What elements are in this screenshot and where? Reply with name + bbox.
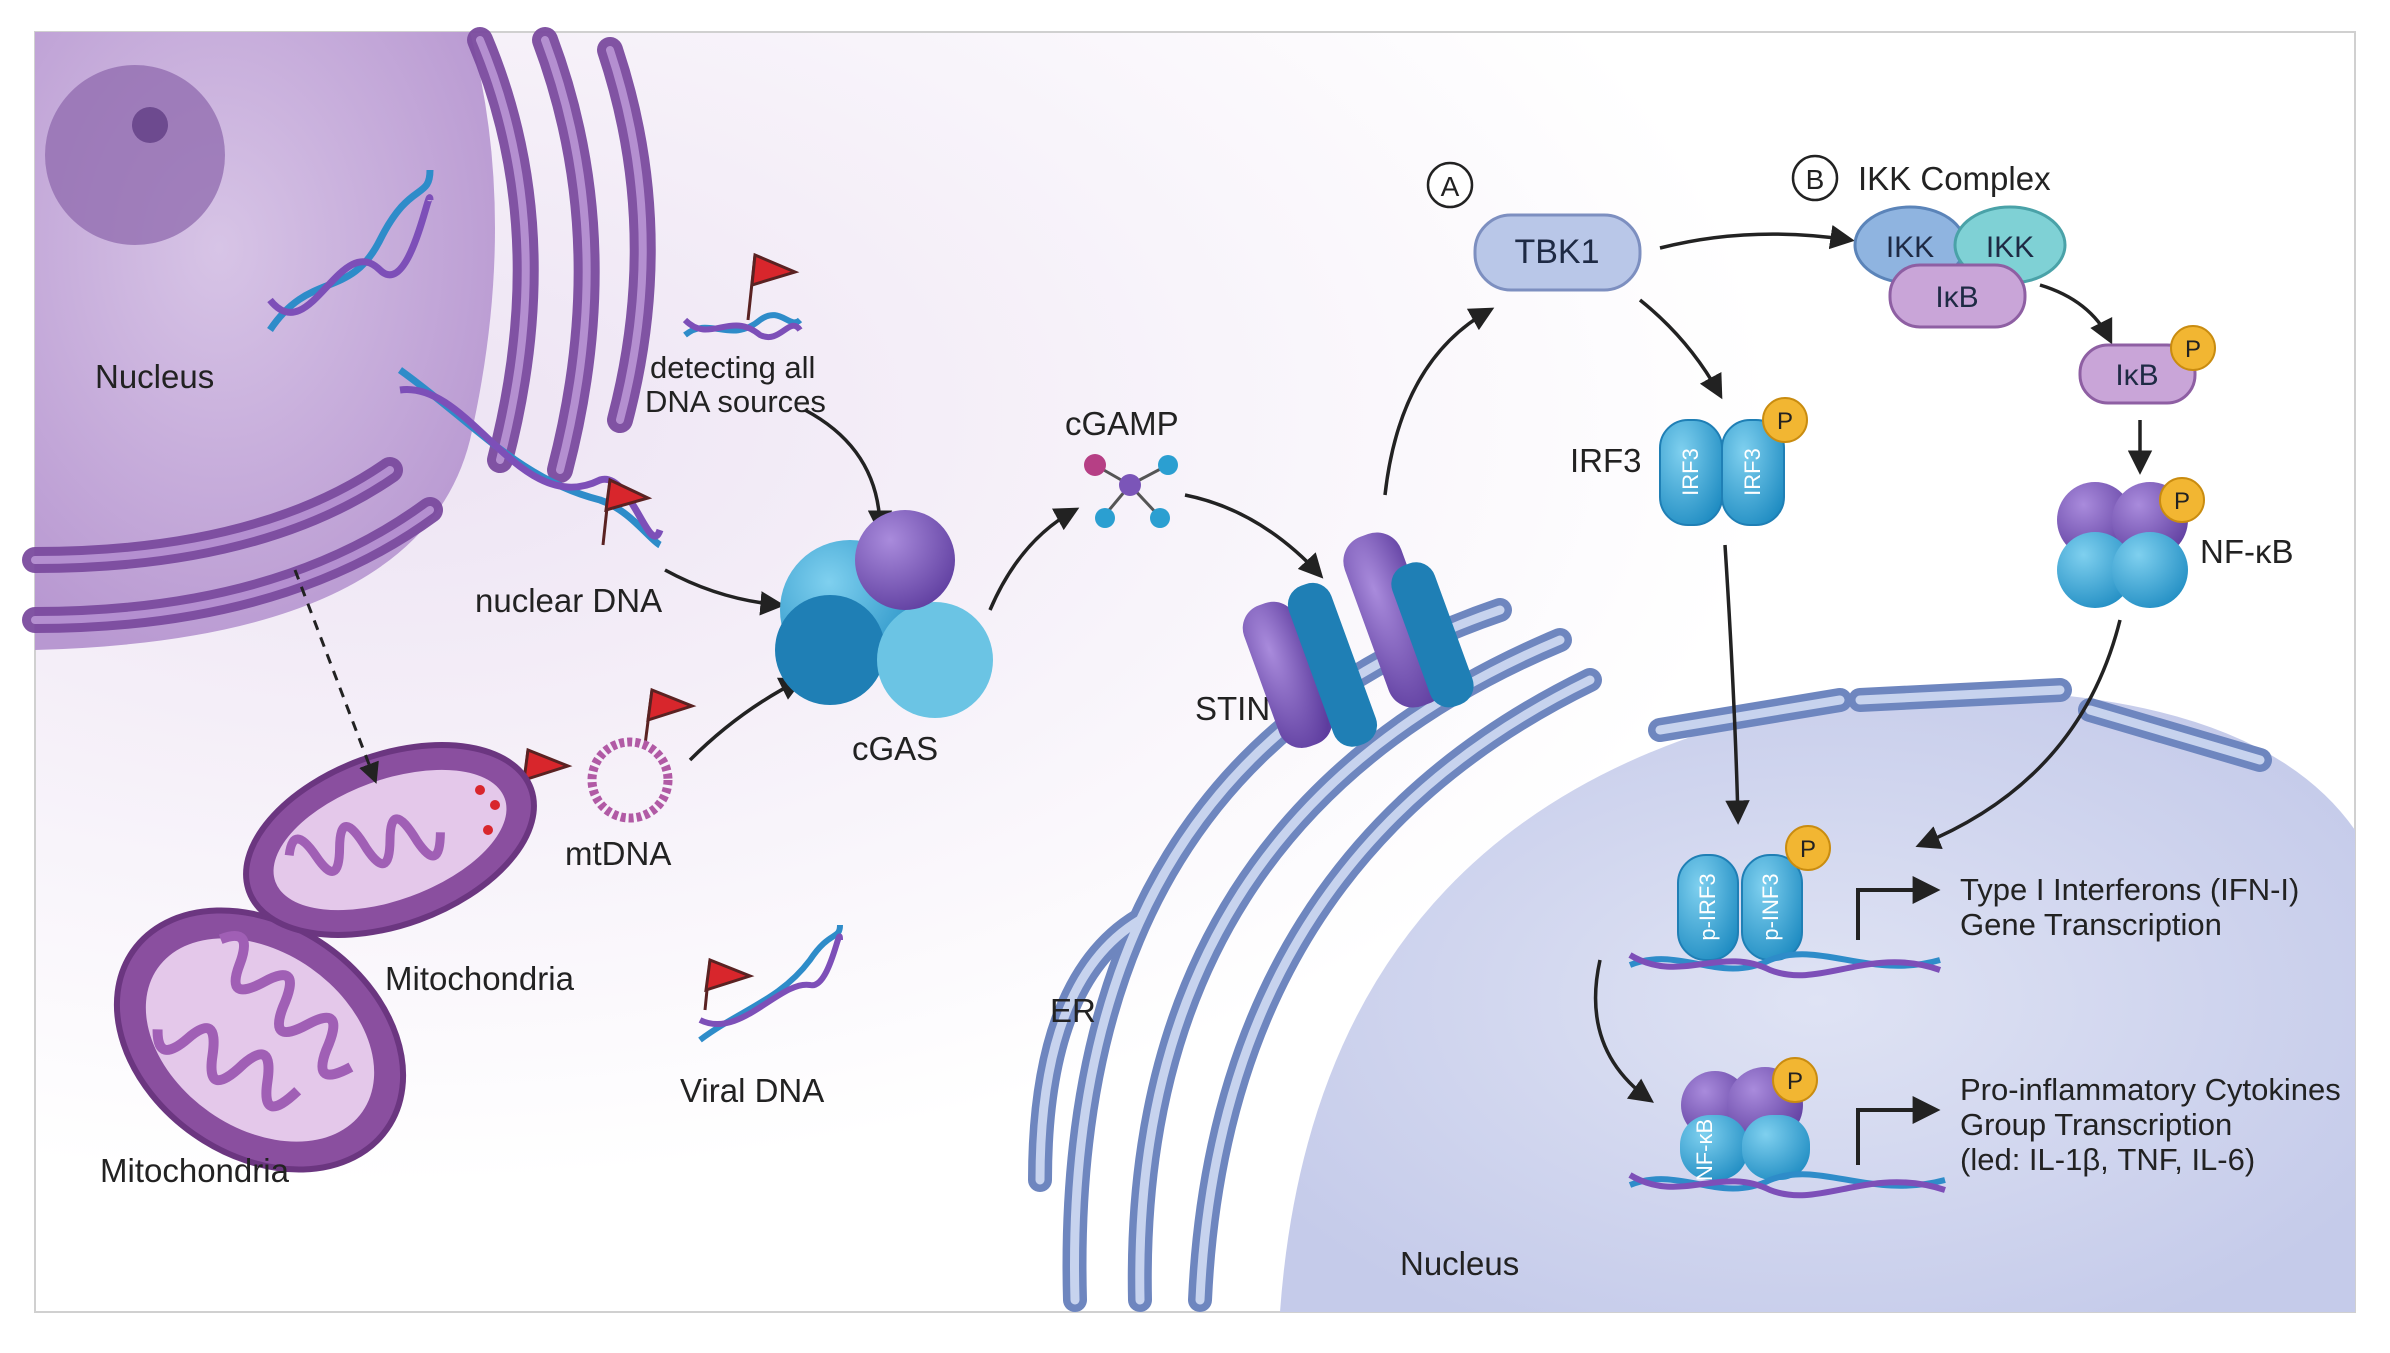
marker-b: B (1791, 154, 1839, 202)
dna-helix-nuclear-top (267, 169, 434, 332)
mitochondria-front (243, 742, 537, 938)
label-nuclear-dna: nuclear DNA (475, 582, 662, 619)
transcription-arrow-cytokines (1856, 1096, 1941, 1165)
irf3-dimer: IRF3 IRF3 (1659, 419, 1785, 526)
label-p-irf3-1: p-IRF3 (1695, 873, 1720, 940)
label-nucleus-left: Nucleus (95, 358, 214, 395)
label-irf3-mol-2: IRF3 (1740, 448, 1765, 496)
label-ifn-1: Type I Interferons (IFN-I) (1960, 872, 2299, 907)
flag-icon (601, 477, 653, 546)
flag-icon (703, 957, 755, 1011)
ikb-node (2078, 343, 2197, 405)
label-nfkb: NF-κB (2200, 533, 2294, 570)
phospho-badge-p-irf3: P (1785, 825, 1831, 871)
arrow-nfkb-to-nucleus (1915, 619, 2122, 849)
label-detecting-2: DNA sources (645, 384, 826, 419)
label-ikb-free: IκB (2115, 359, 2158, 392)
transcription-arrow-ifn (1856, 876, 1941, 940)
label-er: ER (1050, 992, 1096, 1029)
phospho-badge-nfkb-dna: P (1772, 1057, 1818, 1103)
mitochondria-back (113, 907, 407, 1173)
label-mitochondria-2: Mitochondria (100, 1152, 290, 1189)
label-mtdna: mtDNA (565, 835, 671, 872)
svg-text:A: A (1441, 171, 1460, 202)
arrows-to-cgas (664, 408, 893, 762)
label-mitochondria-1: Mitochondria (385, 960, 575, 997)
phospho-badge-nfkb: P (2159, 477, 2205, 523)
label-nucleus-right: Nucleus (1400, 1245, 1519, 1282)
arrow-sting-to-tbk1 (1383, 307, 1495, 496)
arrow-tbk1-to-ikk (1659, 224, 1855, 250)
dna-helix-viral (698, 924, 843, 1043)
label-irf3: IRF3 (1570, 442, 1642, 479)
dna-helix-cytokine-promoter (1628, 1171, 1946, 1199)
label-cytokine-2: Group Transcription (1960, 1107, 2232, 1142)
label-cgamp: cGAMP (1065, 405, 1179, 442)
label-viral-dna: Viral DNA (680, 1072, 824, 1109)
p-irf3-dimer: p-IRF3 p-INF3 (1677, 854, 1803, 961)
marker-a: A (1426, 161, 1474, 209)
cgamp-molecule (1084, 454, 1178, 528)
tbk1-node (1473, 213, 1642, 292)
dna-helix-ifn-promoter (1628, 951, 1942, 979)
flag-icon (746, 252, 800, 321)
svg-text:P: P (2174, 488, 2190, 515)
label-ikk-complex: IKK Complex (1858, 160, 2051, 197)
svg-text:P: P (1787, 1068, 1803, 1095)
sting-protein (1242, 532, 1474, 748)
nucleolus (45, 65, 225, 245)
label-cytokine-3: (led: IL-1β, TNF, IL-6) (1960, 1142, 2255, 1177)
label-ikk-2: IKK (1986, 231, 2034, 264)
dna-helix-nuclear-strand (397, 367, 664, 549)
arrow-cgas-to-cgamp (988, 507, 1080, 611)
nfkb-dna-protein: NF-κB (1680, 1067, 1810, 1181)
arrow-ikk-to-ikb (2039, 283, 2113, 345)
svg-text:B: B (1806, 164, 1825, 195)
left-nucleus-group: Nucleus (22, 27, 656, 650)
label-detecting-1: detecting all (650, 350, 815, 385)
arrow-cgamp-to-sting (1184, 493, 1324, 579)
arrow-tbk1-to-irf3 (1638, 298, 1723, 400)
phospho-badge-irf3: P (1762, 397, 1808, 443)
phospho-badge-ikb: P (2170, 325, 2216, 371)
flag-icon (643, 687, 697, 746)
svg-text:P: P (2185, 336, 2201, 363)
arrow-to-nfkb-dna (1593, 959, 1654, 1103)
arrow-irf3-to-nucleus (1723, 544, 1750, 825)
svg-text:P: P (1800, 836, 1816, 863)
mtdna-ring (587, 737, 673, 823)
cgas-protein (775, 510, 993, 718)
label-ikb-complex: IκB (1935, 281, 1978, 314)
label-tbk1: TBK1 (1514, 233, 1599, 271)
danger-flag-icons (520, 252, 800, 1011)
label-p-irf3-2: p-INF3 (1758, 873, 1783, 940)
ikk-complex (1853, 205, 2067, 329)
dna-helix-detecting (682, 312, 803, 340)
label-cytokine-1: Pro-inflammatory Cytokines (1960, 1072, 2341, 1107)
label-nfkb-mol: NF-κB (1692, 1119, 1717, 1181)
svg-text:P: P (1777, 408, 1793, 435)
label-cgas: cGAS (852, 730, 938, 767)
label-ifn-2: Gene Transcription (1960, 907, 2222, 942)
label-ikk-1: IKK (1886, 231, 1934, 264)
label-irf3-mol-1: IRF3 (1678, 448, 1703, 496)
arrow-nucleus-to-mito (293, 569, 379, 784)
